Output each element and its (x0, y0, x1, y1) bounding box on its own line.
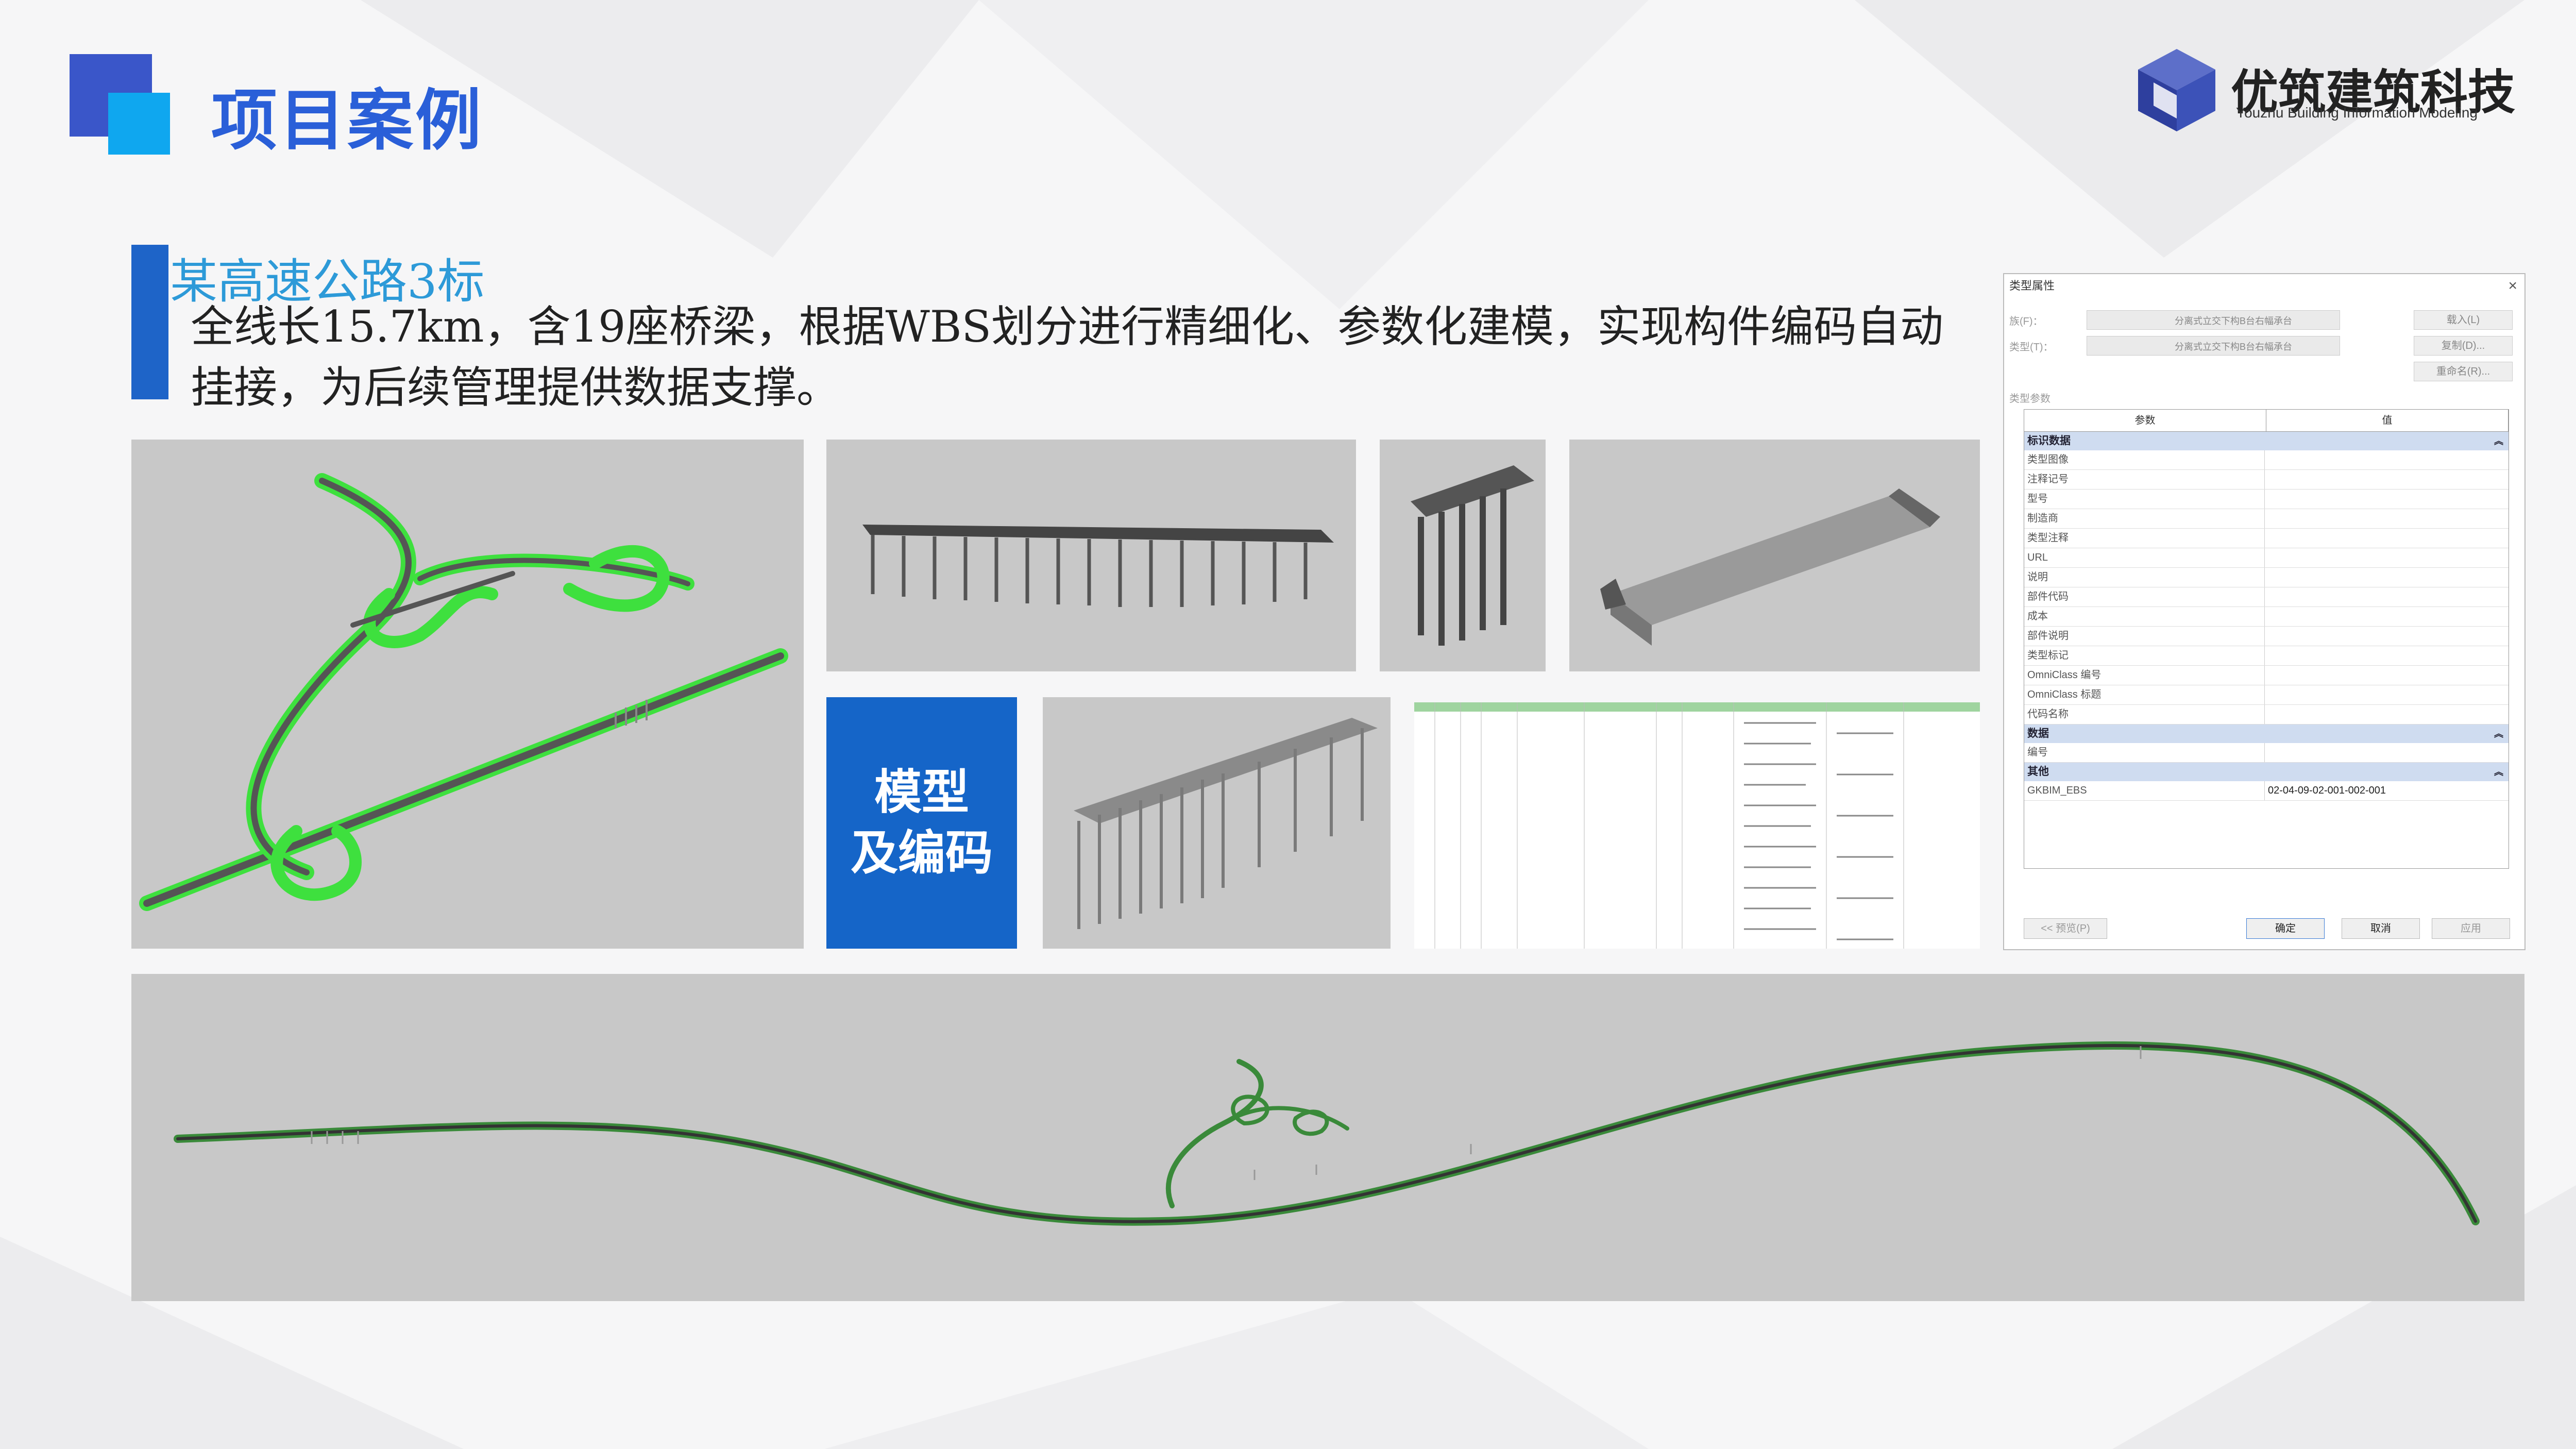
cancel-button[interactable]: 取消 (2342, 918, 2420, 939)
param-name: 类型注释 (2024, 529, 2265, 548)
preview-button[interactable]: << 预览(P) (2024, 918, 2107, 939)
param-row[interactable]: 注释记号 (2024, 470, 2509, 490)
apply-button[interactable]: 应用 (2432, 918, 2510, 939)
family-select[interactable]: 分离式立交下构B台右幅承台 (2087, 310, 2340, 330)
param-row[interactable]: GKBIM_EBS 02-04-09-02-001-002-001 (2024, 781, 2509, 801)
param-row[interactable]: 制造商 (2024, 509, 2509, 529)
collapse-icon[interactable]: ︽ (2494, 729, 2503, 739)
box-girder-image (1569, 440, 1980, 671)
param-name: 类型标记 (2024, 646, 2265, 665)
section-other[interactable]: 其他 ︽ (2024, 763, 2509, 781)
param-name: 代码名称 (2024, 705, 2265, 724)
section-identity[interactable]: 标识数据 ︽ (2024, 432, 2509, 450)
param-name: OmniClass 标题 (2024, 685, 2265, 704)
logo-subtitle: Youzhu Building Information Modeling (2236, 105, 2478, 121)
full-alignment-image (131, 974, 2524, 1301)
collapse-icon[interactable]: ︽ (2494, 767, 2503, 777)
collapse-icon[interactable]: ︽ (2494, 436, 2503, 446)
param-row[interactable]: 型号 (2024, 490, 2509, 509)
project-description: 全线长15.7km，含19座桥梁，根据WBS划分进行精细化、参数化建模，实现构件… (191, 301, 1944, 413)
section-identity-label: 标识数据 (2027, 435, 2071, 447)
project-title: 某高速公路3标 (170, 254, 485, 309)
param-value[interactable] (2265, 587, 2509, 606)
section-data[interactable]: 数据 ︽ (2024, 724, 2509, 743)
ok-button[interactable]: 确定 (2246, 918, 2325, 939)
param-value[interactable] (2265, 743, 2509, 762)
duplicate-button[interactable]: 复制(D)... (2414, 336, 2513, 356)
param-name: URL (2024, 548, 2265, 567)
param-row[interactable]: 说明 (2024, 568, 2509, 587)
param-value[interactable] (2265, 666, 2509, 685)
bridge-perspective-image (1043, 697, 1391, 949)
param-name: OmniClass 编号 (2024, 666, 2265, 685)
type-select-value: 分离式立交下构B台右幅承台 (2175, 342, 2293, 352)
param-value[interactable] (2265, 627, 2509, 646)
bridge-elevation-image (826, 440, 1356, 671)
param-row[interactable]: 成本 (2024, 607, 2509, 627)
section-data-label: 数据 (2027, 728, 2049, 739)
param-row[interactable]: 部件代码 (2024, 587, 2509, 607)
param-row[interactable]: 部件说明 (2024, 627, 2509, 646)
param-value[interactable] (2265, 509, 2509, 528)
family-label: 族(F)： (2009, 316, 2043, 327)
type-params-label: 类型参数 (2009, 393, 2050, 405)
type-label: 类型(T)： (2009, 342, 2054, 353)
family-select-value: 分离式立交下构B台右幅承台 (2175, 316, 2293, 326)
type-select[interactable]: 分离式立交下构B台右幅承台 (2087, 336, 2340, 356)
param-name: 编号 (2024, 743, 2265, 762)
param-name: 型号 (2024, 490, 2265, 509)
dialog-title: 类型属性 (2009, 279, 2055, 292)
model-coding-card: 模型 及编码 (826, 697, 1017, 949)
param-value[interactable]: 02-04-09-02-001-002-001 (2268, 785, 2386, 796)
param-name: 部件说明 (2024, 627, 2265, 646)
section-accent-bar (131, 245, 168, 399)
param-row[interactable]: OmniClass 编号 (2024, 666, 2509, 685)
type-properties-dialog: 类型属性 × 族(F)： 分离式立交下构B台右幅承台 载入(L) 类型(T)： … (2003, 273, 2526, 950)
param-value[interactable] (2265, 450, 2509, 469)
param-row[interactable]: URL (2024, 548, 2509, 568)
load-button[interactable]: 载入(L) (2414, 310, 2513, 330)
param-name: 制造商 (2024, 509, 2265, 528)
param-row[interactable]: 代码名称 (2024, 705, 2509, 724)
section-other-label: 其他 (2027, 766, 2049, 778)
param-name: GKBIM_EBS (2024, 781, 2265, 800)
param-name: 注释记号 (2024, 470, 2265, 489)
param-name: 部件代码 (2024, 587, 2265, 606)
param-value[interactable] (2265, 685, 2509, 704)
param-row[interactable]: 类型图像 (2024, 450, 2509, 470)
close-icon[interactable]: × (2508, 277, 2517, 294)
param-name: 成本 (2024, 607, 2265, 626)
param-value[interactable] (2265, 470, 2509, 489)
card-line-2: 及编码 (850, 825, 993, 881)
param-row[interactable]: 编号 (2024, 743, 2509, 763)
logo-text: 优筑建筑科技 (2231, 65, 2516, 120)
param-value[interactable] (2265, 646, 2509, 665)
pier-detail-image (1380, 440, 1546, 671)
param-value[interactable] (2265, 705, 2509, 724)
param-name: 类型图像 (2024, 450, 2265, 469)
logo-cube-icon (2138, 49, 2215, 131)
param-value[interactable] (2265, 607, 2509, 626)
param-row[interactable]: 类型标记 (2024, 646, 2509, 666)
page-title: 项目案例 (211, 82, 484, 159)
param-value[interactable] (2265, 568, 2509, 587)
param-value[interactable] (2265, 548, 2509, 567)
param-name: 说明 (2024, 568, 2265, 587)
col-value-header: 值 (2266, 410, 2509, 431)
coding-spreadsheet-image (1414, 702, 1980, 949)
param-value[interactable] (2265, 490, 2509, 509)
card-line-1: 模型 (874, 765, 969, 820)
param-row[interactable]: 类型注释 (2024, 529, 2509, 548)
title-decor-square-light (108, 93, 170, 155)
col-param-header: 参数 (2024, 410, 2266, 431)
interchange-plan-image (131, 440, 804, 949)
param-value[interactable] (2265, 529, 2509, 548)
param-row[interactable]: OmniClass 标题 (2024, 685, 2509, 705)
rename-button[interactable]: 重命名(R)... (2414, 362, 2513, 381)
